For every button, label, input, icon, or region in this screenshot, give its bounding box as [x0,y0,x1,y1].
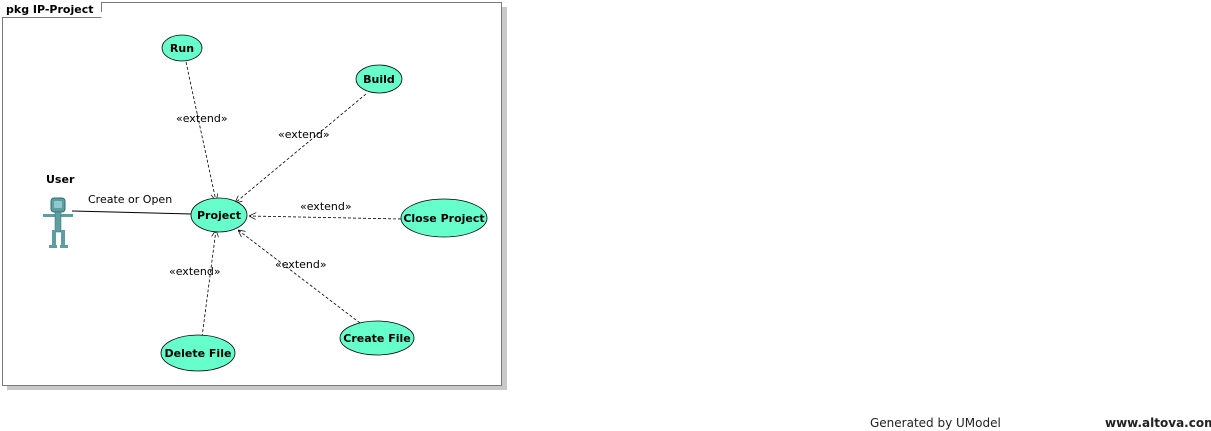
actor-foot-right [60,245,68,248]
svg-text:Create File: Create File [343,332,410,345]
svg-text:Delete File: Delete File [165,347,232,360]
actor-leg-right [61,230,65,246]
extend-create-file-line [238,230,361,324]
use-case-run[interactable]: Run [161,34,203,62]
extend-close-label: «extend» [300,200,352,213]
svg-text:Project: Project [197,209,241,222]
svg-text:Build: Build [363,73,395,86]
package-frame [2,2,502,386]
use-case-build[interactable]: Build [355,64,403,94]
extend-delete-file-line [201,230,216,338]
actor-user[interactable]: User [43,173,75,248]
extend-create-file-label: «extend» [275,258,327,271]
extend-build-label: «extend» [278,128,330,141]
association-line [71,210,193,215]
use-case-delete-file[interactable]: Delete File [160,334,236,372]
package-title: pkg IP-Project [2,2,103,18]
extend-run-line [185,61,216,201]
use-case-create-file[interactable]: Create File [339,320,415,356]
extend-run-label: «extend» [176,112,228,125]
actor-leg-left [52,230,56,246]
website-link[interactable]: www.altova.com [1105,416,1211,430]
actor-body [54,211,62,233]
extend-build-line [235,93,367,203]
actor-label: User [46,173,75,186]
actor-foot-left [49,245,57,248]
association-label: Create or Open [88,193,172,206]
actor-head-inner [54,201,62,208]
svg-text:Run: Run [170,42,194,55]
extend-close-line [249,216,402,219]
use-case-close-project[interactable]: Close Project [400,198,488,238]
generator-credit: Generated by UModel [870,416,1001,430]
svg-text:Close Project: Close Project [403,212,484,225]
extend-delete-file-label: «extend» [169,265,221,278]
use-case-project[interactable]: Project [190,197,248,233]
